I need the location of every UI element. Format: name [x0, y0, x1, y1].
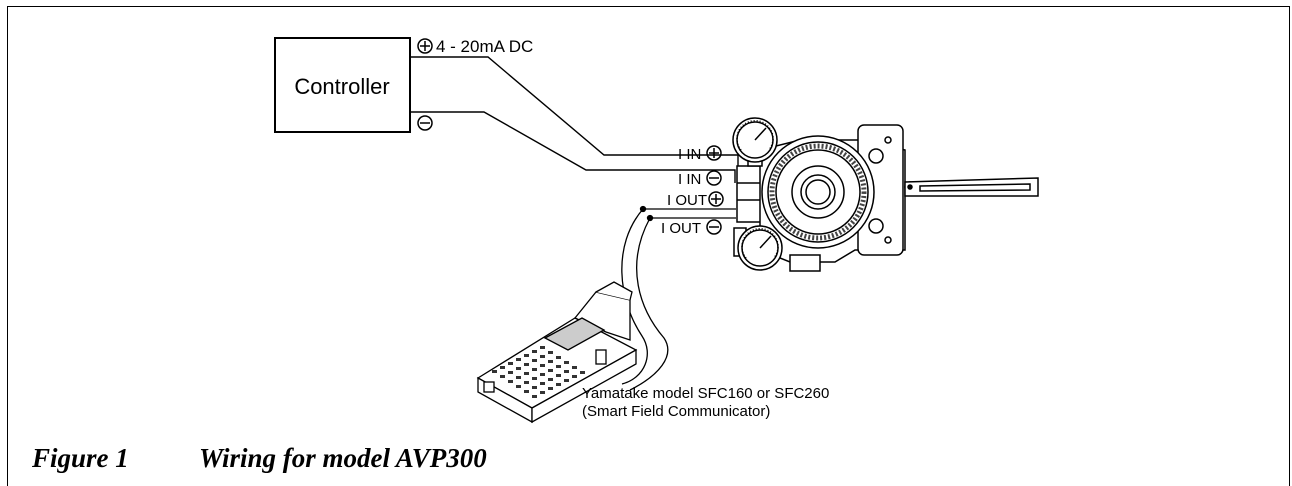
i-in-minus-label: I IN — [678, 171, 701, 188]
controller-box: Controller — [274, 37, 411, 133]
smart-field-communicator — [476, 281, 638, 424]
plus-symbol — [417, 38, 433, 54]
communicator-name-label: (Smart Field Communicator) — [582, 403, 770, 420]
controller-label: Controller — [294, 74, 389, 99]
figure-title: Wiring for model AVP300 — [199, 443, 487, 473]
minus-symbol — [417, 115, 433, 131]
i-in-plus-label: I IN — [678, 146, 701, 163]
positioner-device — [732, 117, 1039, 272]
signal-label: 4 - 20mA DC — [436, 37, 533, 56]
communicator-wires — [621, 205, 736, 391]
controller-wires — [410, 56, 739, 183]
i-out-minus-label: I OUT — [661, 220, 701, 237]
communicator-model-label: Yamatake model SFC160 or SFC260 — [582, 385, 829, 402]
figure-number: Figure 1 — [31, 443, 129, 473]
terminal-labels: I IN I IN I OUT I OUT — [661, 145, 724, 237]
figure-frame — [7, 6, 1290, 486]
i-out-plus-label: I OUT — [667, 192, 707, 209]
